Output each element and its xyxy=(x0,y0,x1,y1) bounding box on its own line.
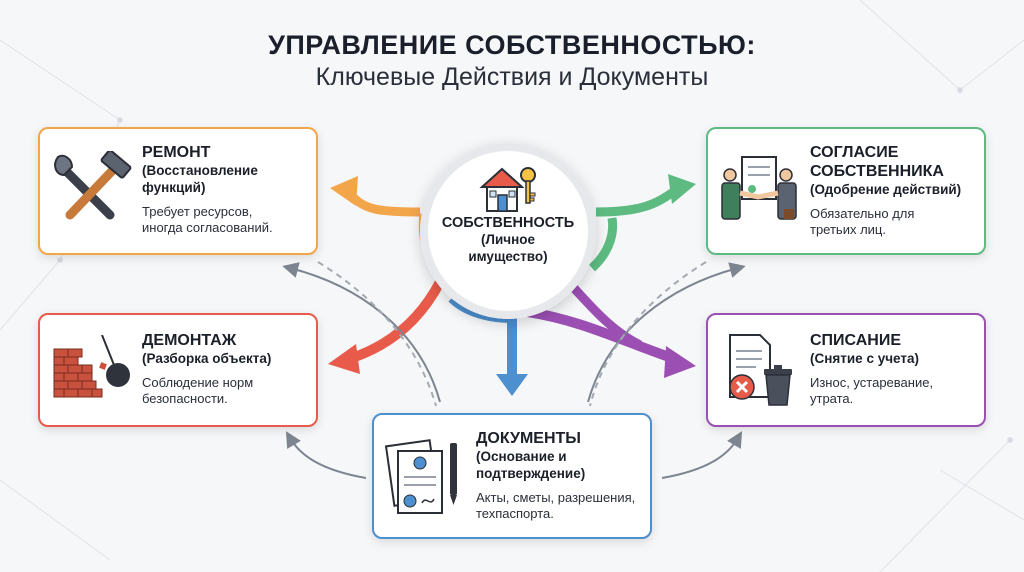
house-key-icon xyxy=(479,167,536,212)
docs-subtitle-2: подтверждение) xyxy=(476,466,586,481)
arrow-to-demolish xyxy=(350,279,445,363)
center-subtitle-1: (Личное xyxy=(480,232,535,247)
docs-subtitle-1: (Основание и xyxy=(476,449,567,464)
center-subtitle-2: имущество) xyxy=(468,249,548,264)
documents-icon xyxy=(384,439,457,514)
arrow-to-consent xyxy=(595,186,679,217)
page-title: УПРАВЛЕНИЕ СОБСТВЕННОСТЬЮ: xyxy=(268,30,756,60)
repair-desc-line-1: Требует ресурсов, xyxy=(142,204,253,219)
demolish-description: Соблюдение норм безопасности. xyxy=(142,375,271,407)
writeoff-title: СПИСАНИЕ xyxy=(810,332,901,349)
card-repair: РЕМОНТ (Восстановление функций) Требует … xyxy=(38,127,318,255)
repair-subtitle-1: (Восстановление xyxy=(142,163,258,178)
card-documents: ДОКУМЕНТЫ (Основание и подтверждение) Ак… xyxy=(372,413,652,539)
writeoff-desc-line-1: Износ, устаревание, xyxy=(810,375,934,390)
arrow-head-docs xyxy=(496,374,528,396)
arc-green xyxy=(588,217,618,272)
demolish-title: ДЕМОНТАЖ xyxy=(142,332,237,349)
docs-desc-line-2: техпаспорта. xyxy=(476,506,554,521)
writeoff-desc-line-2: утрата. xyxy=(810,391,854,406)
repair-desc-line-2: иногда согласований. xyxy=(142,220,273,235)
link-docs-writeoff xyxy=(661,431,743,479)
arrow-head-consent xyxy=(668,174,696,204)
trash-document-icon xyxy=(729,334,792,406)
card-write-off: СПИСАНИЕ (Снятие с учета) Износ, устарев… xyxy=(706,313,986,427)
arc-purple xyxy=(568,282,643,350)
center-title: СОБСТВЕННОСТЬ xyxy=(441,215,575,231)
link-docs-consent xyxy=(587,262,746,403)
arrow-to-writeoff xyxy=(527,307,674,363)
header: УПРАВЛЕНИЕ СОБСТВЕННОСТЬЮ: Ключевые Дейс… xyxy=(0,30,1024,92)
card-owner-consent: СОГЛАСИЕ СОБСТВЕННИКА (Одобрение действи… xyxy=(706,127,986,255)
repair-title: РЕМОНТ xyxy=(142,144,211,161)
arrow-head-demolish xyxy=(328,344,360,374)
docs-description: Акты, сметы, разрешения, техпаспорта. xyxy=(476,490,635,522)
arrow-head-writeoff xyxy=(664,346,696,378)
link-docs-repair xyxy=(282,262,441,403)
dashed-link-right xyxy=(589,261,707,407)
docs-title: ДОКУМЕНТЫ xyxy=(476,430,581,447)
center-property: СОБСТВЕННОСТЬ (Личное имущество) xyxy=(420,143,596,319)
arrow-to-repair xyxy=(348,192,421,217)
page-subtitle: Ключевые Действия и Документы xyxy=(315,63,709,91)
wrecking-ball-icon xyxy=(53,335,130,398)
consent-title-2: СОБСТВЕННИКА xyxy=(810,163,944,180)
demolish-subtitle: (Разборка объекта) xyxy=(142,351,272,366)
consent-description: Обязательно для третьих лиц. xyxy=(810,206,961,238)
consent-desc-line-2: третьих лиц. xyxy=(810,222,886,237)
writeoff-subtitle: (Снятие с учета) xyxy=(810,351,919,366)
repair-description: Требует ресурсов, иногда согласований. xyxy=(142,204,273,236)
consent-subtitle: (Одобрение действий) xyxy=(810,182,962,197)
link-docs-demolish xyxy=(285,431,367,479)
demolish-desc-line-1: Соблюдение норм xyxy=(142,375,254,390)
handshake-icon xyxy=(721,156,797,220)
arrow-head-repair xyxy=(330,176,358,206)
demolish-desc-line-2: безопасности. xyxy=(142,391,228,406)
consent-desc-line-1: Обязательно для xyxy=(810,206,915,221)
card-demolish: ДЕМОНТАЖ (Разборка объекта) Соблюдение н… xyxy=(38,313,318,427)
repair-subtitle-2: функций) xyxy=(142,180,206,195)
consent-title-1: СОГЛАСИЕ xyxy=(810,144,899,161)
dashed-link-left xyxy=(317,261,437,407)
docs-desc-line-1: Акты, сметы, разрешения, xyxy=(476,490,636,505)
writeoff-description: Износ, устаревание, утрата. xyxy=(810,375,933,407)
wrench-hammer-icon xyxy=(54,151,132,220)
